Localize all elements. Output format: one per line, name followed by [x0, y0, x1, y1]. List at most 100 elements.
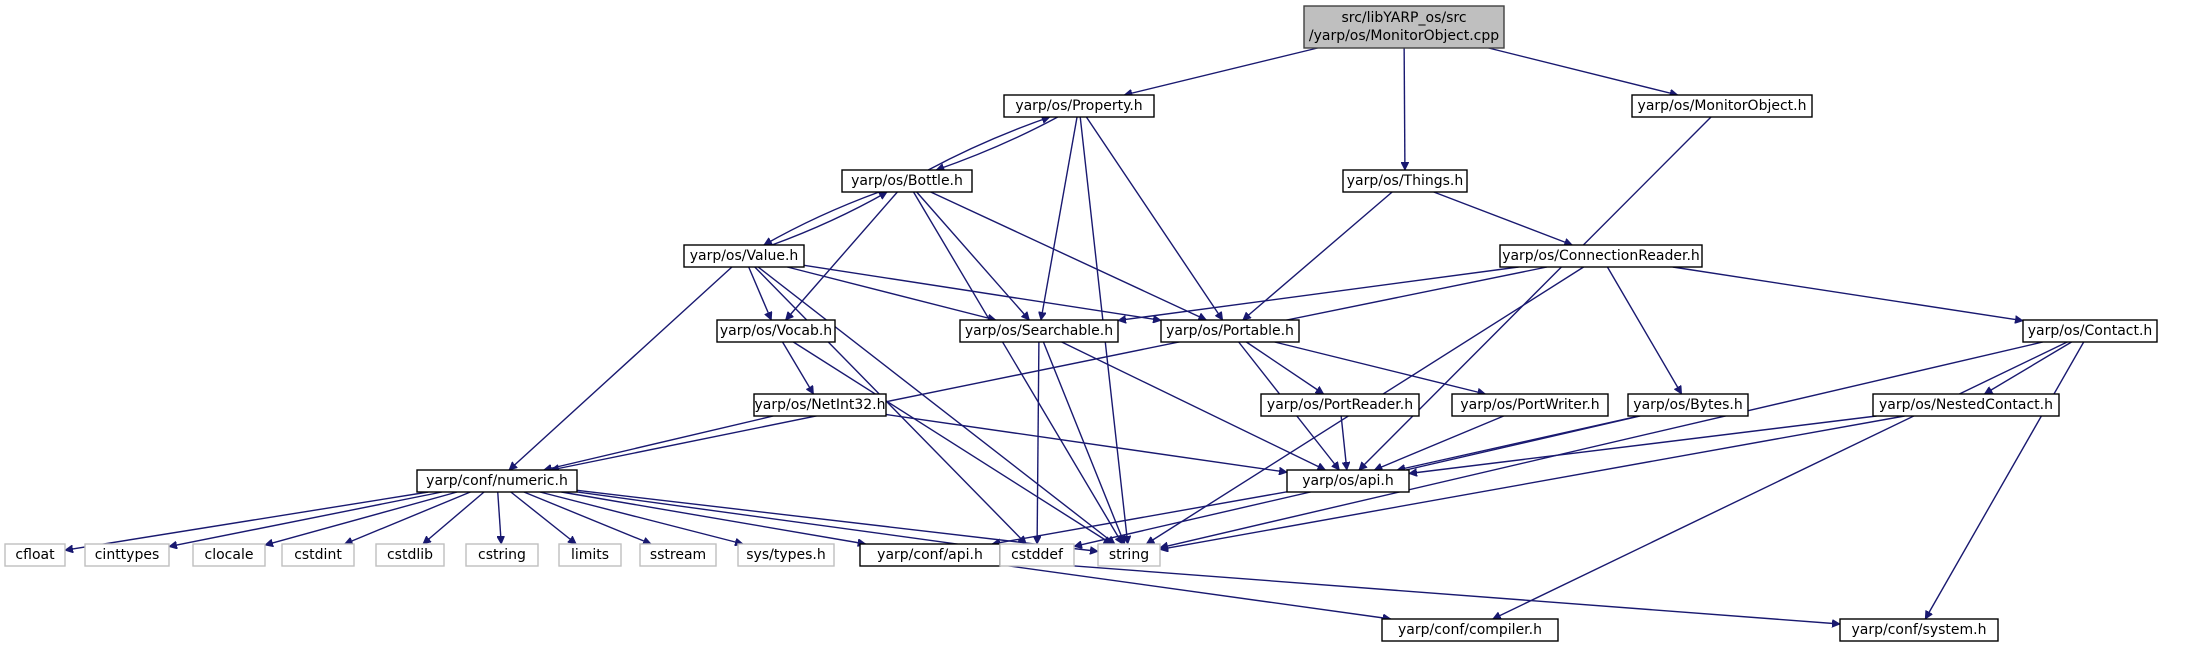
node-label-things: yarp/os/Things.h — [1347, 173, 1464, 189]
node-property[interactable]: yarp/os/Property.h — [1003, 94, 1155, 118]
root-file-label-line-2: /yarp/os/MonitorObject.cpp — [1309, 28, 1499, 44]
edge-value-to-bottle — [771, 191, 887, 246]
node-cstddef[interactable]: cstddef — [999, 543, 1075, 567]
edge-numeric-to-cstdint — [345, 491, 471, 544]
edge-portable-to-portwriter — [1274, 341, 1486, 394]
edge-numeric-to-cstring — [498, 491, 502, 544]
edge-numeric-to-clocale — [265, 491, 458, 545]
node-connectionreader[interactable]: yarp/os/ConnectionReader.h — [1499, 244, 1703, 268]
edge-conf-api-to-compiler — [999, 564, 1391, 619]
node-cstring[interactable]: cstring — [465, 543, 539, 567]
node-things[interactable]: yarp/os/Things.h — [1342, 169, 1468, 193]
edge-connectionreader-to-numeric — [551, 266, 1548, 470]
edge-portable-to-portreader — [1245, 341, 1323, 395]
node-string[interactable]: string — [1097, 543, 1161, 567]
edge-value-to-searchable — [787, 266, 995, 320]
node-label-nestedcontact: yarp/os/NestedContact.h — [1879, 397, 2053, 413]
edge-bottle-to-string — [912, 191, 1124, 544]
node-label-os-api: yarp/os/api.h — [1302, 473, 1393, 489]
edge-vocab-to-string — [792, 341, 1111, 545]
edge-nestedcontact-to-os-api — [1409, 415, 1877, 473]
node-value[interactable]: yarp/os/Value.h — [683, 244, 805, 268]
node-netint32[interactable]: yarp/os/NetInt32.h — [753, 393, 887, 417]
node-compiler[interactable]: yarp/conf/compiler.h — [1381, 618, 1559, 642]
edge-bottle-to-vocab — [786, 191, 898, 320]
node-conf-api[interactable]: yarp/conf/api.h — [859, 543, 1001, 567]
node-label-system: yarp/conf/system.h — [1852, 622, 1987, 638]
edge-connectionreader-to-searchable — [1118, 266, 1519, 320]
node-cinttypes[interactable]: cinttypes — [84, 543, 170, 567]
node-cfloat[interactable]: cfloat — [4, 543, 66, 567]
edge-numeric-to-cinttypes — [169, 491, 443, 547]
node-bytes[interactable]: yarp/os/Bytes.h — [1627, 393, 1749, 417]
node-label-bytes: yarp/os/Bytes.h — [1633, 397, 1742, 413]
edge-root-to-monitorobject-h — [1488, 47, 1678, 95]
edge-conf-api-to-system — [999, 559, 1840, 624]
node-vocab[interactable]: yarp/os/Vocab.h — [716, 319, 836, 343]
edge-numeric-to-sstream — [523, 491, 651, 544]
node-label-connectionreader: yarp/os/ConnectionReader.h — [1502, 248, 1700, 264]
node-sstream[interactable]: sstream — [639, 543, 717, 567]
edge-contact-to-string — [1160, 341, 2043, 548]
edge-value-to-portable — [803, 264, 1161, 320]
edge-portwriter-to-os-api — [1374, 415, 1504, 470]
node-label-property: yarp/os/Property.h — [1015, 98, 1142, 114]
node-clocale[interactable]: clocale — [192, 543, 266, 567]
node-cstdint[interactable]: cstdint — [281, 543, 355, 567]
node-portwriter[interactable]: yarp/os/PortWriter.h — [1451, 393, 1609, 417]
node-nestedcontact[interactable]: yarp/os/NestedContact.h — [1872, 393, 2060, 417]
node-label-limits: limits — [571, 547, 609, 563]
edge-contact-to-nestedcontact — [1984, 341, 2072, 395]
edge-portreader-to-os-api — [1340, 415, 1347, 470]
node-contact[interactable]: yarp/os/Contact.h — [2022, 319, 2158, 343]
edge-value-to-cstddef — [754, 266, 1026, 544]
edge-things-to-portable — [1243, 191, 1393, 320]
node-label-portable: yarp/os/Portable.h — [1166, 323, 1294, 339]
node-label-cstdint: cstdint — [294, 547, 342, 563]
node-label-cfloat: cfloat — [15, 547, 55, 563]
node-system[interactable]: yarp/conf/system.h — [1839, 618, 1999, 642]
root-file-node[interactable]: src/libYARP_os/src /yarp/os/MonitorObjec… — [1303, 5, 1505, 49]
edge-numeric-to-cstdlib — [423, 491, 485, 544]
node-systypes[interactable]: sys/types.h — [737, 543, 835, 567]
node-os-api[interactable]: yarp/os/api.h — [1286, 469, 1410, 493]
node-label-bottle: yarp/os/Bottle.h — [851, 173, 963, 189]
node-numeric[interactable]: yarp/conf/numeric.h — [416, 469, 578, 493]
edge-searchable-to-string — [1042, 341, 1124, 544]
edge-numeric-to-cstddef — [576, 491, 1000, 550]
edge-bottle-to-value — [764, 191, 880, 246]
edge-connectionreader-to-bytes — [1606, 266, 1683, 394]
node-label-compiler: yarp/conf/compiler.h — [1398, 622, 1542, 638]
node-searchable[interactable]: yarp/os/Searchable.h — [959, 319, 1119, 343]
root-file-label-line-1: src/libYARP_os/src — [1341, 10, 1466, 26]
node-bottle[interactable]: yarp/os/Bottle.h — [841, 169, 973, 193]
node-monitorobject-h[interactable]: yarp/os/MonitorObject.h — [1631, 94, 1813, 118]
edge-value-to-vocab — [748, 266, 772, 320]
edge-root-to-things — [1404, 47, 1405, 170]
edge-searchable-to-cstddef — [1037, 341, 1039, 544]
edge-numeric-to-string — [576, 489, 1098, 551]
edge-numeric-to-conf-api — [561, 491, 865, 544]
edge-bottle-to-portable — [930, 191, 1207, 320]
node-portreader[interactable]: yarp/os/PortReader.h — [1260, 393, 1420, 417]
edge-os-api-to-conf-api — [992, 491, 1288, 544]
node-label-netint32: yarp/os/NetInt32.h — [754, 397, 885, 413]
node-label-cstdlib: cstdlib — [387, 547, 433, 563]
edges-layer — [65, 47, 2085, 624]
edge-numeric-to-cfloat — [65, 491, 429, 550]
node-label-portreader: yarp/os/PortReader.h — [1267, 397, 1413, 413]
edge-nestedcontact-to-string — [1160, 415, 1905, 549]
edge-netint32-to-os-api — [885, 413, 1287, 473]
node-label-cstddef: cstddef — [1011, 547, 1064, 563]
edge-vocab-to-netint32 — [781, 341, 815, 394]
edge-bottle-to-property — [927, 117, 1050, 171]
node-label-value: yarp/os/Value.h — [690, 248, 799, 264]
node-label-searchable: yarp/os/Searchable.h — [965, 323, 1113, 339]
edge-contact-to-compiler — [1493, 341, 2068, 620]
node-label-clocale: clocale — [205, 547, 254, 563]
node-portable[interactable]: yarp/os/Portable.h — [1160, 319, 1300, 343]
edge-property-to-searchable — [1041, 116, 1078, 320]
node-label-systypes: sys/types.h — [746, 547, 825, 563]
node-cstdlib[interactable]: cstdlib — [375, 543, 445, 567]
node-limits[interactable]: limits — [558, 543, 622, 567]
